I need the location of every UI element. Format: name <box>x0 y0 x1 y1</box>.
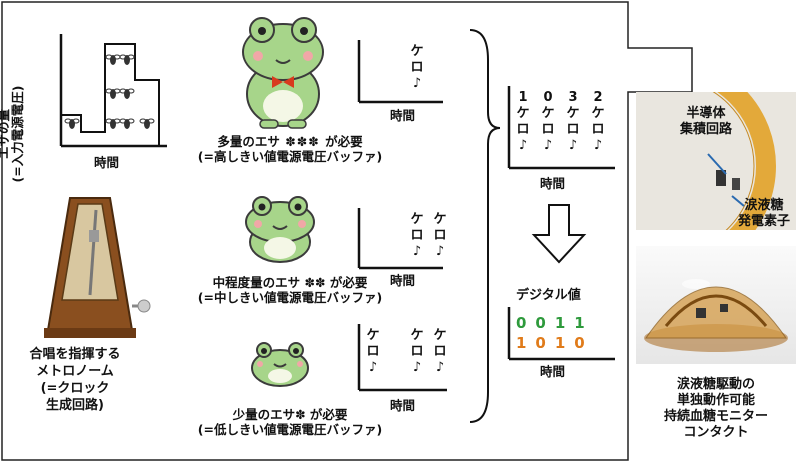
chip-photo: 半導体 集積回路 涙液糖 発電素子 <box>636 92 796 230</box>
metronome-line-3: (=クロック <box>40 381 110 396</box>
out-note: ♪ <box>412 76 422 91</box>
small-frog-out-col-3: ケ ロ ♪ <box>431 328 449 376</box>
out-ke: ケ <box>410 328 424 343</box>
medium-frog-caption-pre: 中程度量のエサ <box>212 275 301 290</box>
large-frog-caption-sub: (=高しきい値電源電圧バッファ) <box>197 149 383 164</box>
out-note: ♪ <box>368 360 378 375</box>
out-note: ♪ <box>435 360 445 375</box>
metronome-caption: 合唱を指揮する メトロノーム (=クロック 生成回路) <box>0 346 150 414</box>
combined-count: 1 <box>518 90 528 105</box>
small-frog-caption: 少量のエサ✽ が必要 (=低しきい値電源電圧バッファ) <box>170 407 410 437</box>
out-ke: ケ <box>433 212 447 227</box>
combined-output-axes <box>507 86 615 170</box>
combined-glyph: ♪ <box>593 138 603 153</box>
small-frog-output-axes <box>357 324 447 392</box>
out-ke: ケ <box>366 328 380 343</box>
small-frog <box>251 342 309 387</box>
combined-count: 2 <box>593 90 603 105</box>
metronome-line-1: 合唱を指揮する <box>29 347 121 362</box>
medium-frog-out-col-1: ケ ロ ♪ <box>408 212 426 260</box>
large-frog <box>242 17 324 129</box>
metronome-illustration <box>44 197 151 338</box>
small-frog-caption-pre: 少量のエサ <box>232 407 296 422</box>
contact-lens-caption: 涙液糖駆動の 単独動作可能 持続血糖モニター コンタクト <box>663 377 768 440</box>
combined-glyph: ロ <box>516 122 530 137</box>
contact-lens-image <box>644 279 788 352</box>
out-ke: ケ <box>410 212 424 227</box>
chip-label: 半導体 集積回路 <box>679 106 732 137</box>
small-frog-out-col-1: ケ ロ ♪ <box>364 328 382 376</box>
large-frog-output-axes <box>357 40 443 104</box>
out-note: ♪ <box>412 360 422 375</box>
input-ylabel-sub: (=入力電源電圧) <box>10 85 25 183</box>
large-frog-caption-post: が必要 <box>325 134 363 149</box>
medium-frog-out-col-2: ケ ロ ♪ <box>431 212 449 260</box>
digital-axes <box>507 307 615 361</box>
combined-glyph: ♪ <box>518 138 528 153</box>
out-ro: ロ <box>366 344 380 359</box>
input-level-line <box>61 43 160 146</box>
out-ro: ロ <box>433 228 447 243</box>
combined-glyph: ロ <box>591 122 605 137</box>
out-ro: ロ <box>410 60 424 75</box>
combined-glyph: ケ <box>591 106 605 121</box>
chip-photo-image <box>707 92 776 230</box>
medium-frog-xlabel: 時間 <box>390 273 416 288</box>
medium-frog <box>245 196 315 263</box>
medium-frog-fly-icons: ✽✽ <box>300 275 330 290</box>
merge-brace <box>469 29 501 423</box>
digital-row-1: 0011 <box>516 314 594 332</box>
digital-title: デジタル値 <box>516 288 581 303</box>
medium-frog-caption-post: が必要 <box>329 275 368 290</box>
combined-glyph: ロ <box>541 122 555 137</box>
combined-count: 0 <box>543 90 553 105</box>
small-frog-fly-icon: ✽ <box>295 407 310 422</box>
combined-glyph: ♪ <box>543 138 553 153</box>
small-frog-xlabel: 時間 <box>390 398 416 413</box>
combined-count: 3 <box>568 90 578 105</box>
out-ro: ロ <box>433 344 447 359</box>
large-frog-caption-pre: 多量のエサ <box>217 134 280 149</box>
medium-frog-caption: 中程度量のエサ ✽✽ が必要 (=中しきい値電源電圧バッファ) <box>170 275 410 305</box>
combined-glyph: ケ <box>566 106 580 121</box>
small-frog-out-col-2: ケ ロ ♪ <box>408 328 426 376</box>
metronome-line-4: 生成回路) <box>46 398 104 413</box>
out-ke: ケ <box>410 44 424 59</box>
out-ro: ロ <box>410 228 424 243</box>
large-frog-fly-icons: ✽✽✽ <box>279 134 326 149</box>
digital-row-2: 1010 <box>516 334 594 352</box>
fly-icons <box>64 54 155 129</box>
out-note: ♪ <box>435 244 445 259</box>
large-frog-xlabel: 時間 <box>390 108 416 123</box>
medium-frog-output-axes <box>357 208 443 270</box>
digital-xlabel: 時間 <box>540 364 566 379</box>
combined-xlabel: 時間 <box>540 176 566 191</box>
input-ylabel: エサの量 (=入力電源電圧) <box>0 72 42 192</box>
large-frog-out-col-1: ケ ロ ♪ <box>408 44 426 92</box>
combined-glyph: ケ <box>516 106 530 121</box>
biofuel-cell-label: 涙液糖 発電素子 <box>737 198 790 229</box>
metronome-line-2: メトロノーム <box>36 364 114 379</box>
combined-glyph: ケ <box>541 106 555 121</box>
medium-frog-caption-sub: (=中しきい値電源電圧バッファ) <box>197 290 383 305</box>
out-ro: ロ <box>410 344 424 359</box>
small-frog-caption-sub: (=低しきい値電源電圧バッファ) <box>197 422 383 437</box>
contact-lens-photo <box>636 246 796 364</box>
down-arrow <box>531 204 587 264</box>
input-xlabel: 時間 <box>94 155 120 170</box>
combined-glyph: ♪ <box>568 138 578 153</box>
input-chart <box>59 34 167 148</box>
combined-glyph: ロ <box>566 122 580 137</box>
large-frog-caption: 多量のエサ ✽✽✽ が必要 (=高しきい値電源電圧バッファ) <box>170 134 410 164</box>
out-ke: ケ <box>433 328 447 343</box>
small-frog-caption-post: が必要 <box>309 407 348 422</box>
out-note: ♪ <box>412 244 422 259</box>
